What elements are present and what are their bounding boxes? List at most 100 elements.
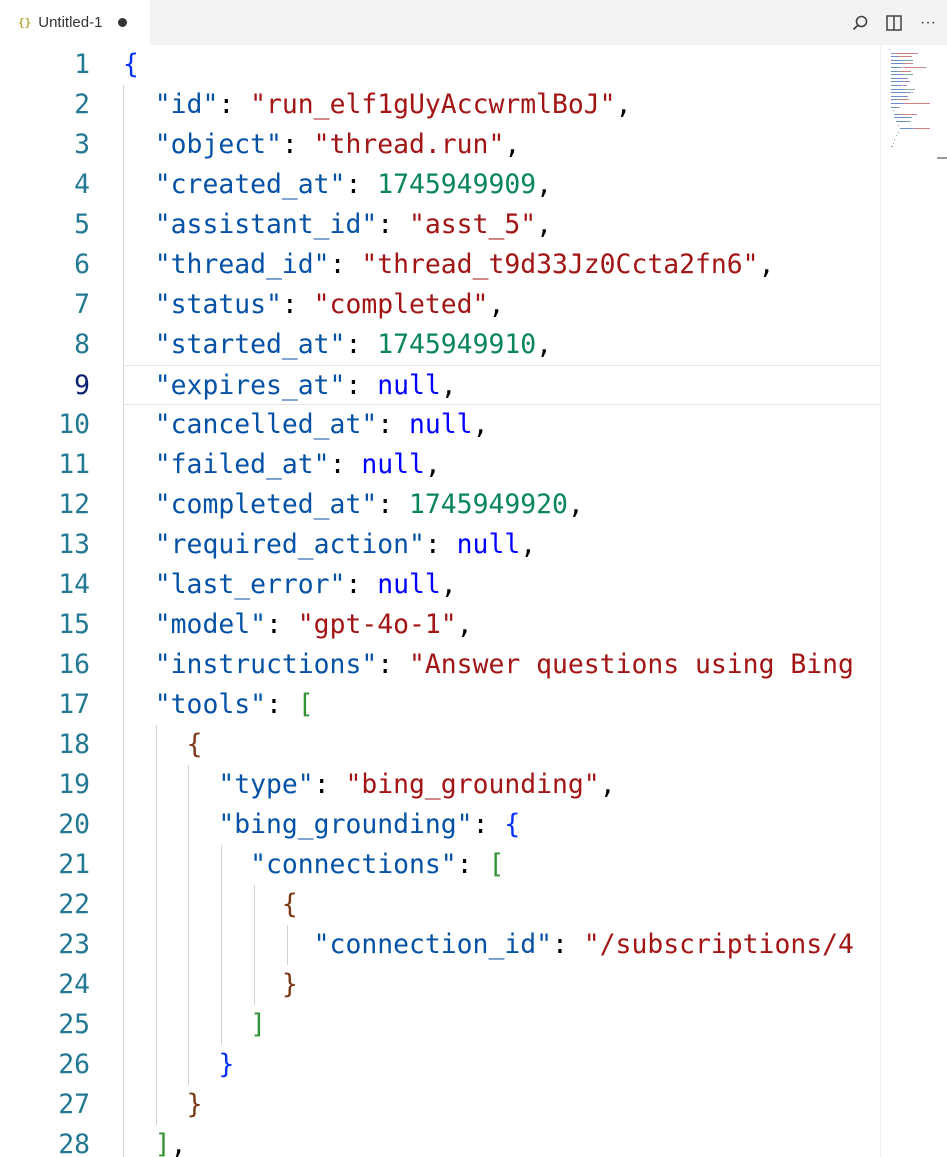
unsaved-dot-icon[interactable] xyxy=(118,18,128,27)
code-token xyxy=(123,729,187,760)
code-line[interactable]: 6 "thread_id": "thread_t9d33Jz0Ccta2fn6"… xyxy=(0,245,880,285)
code-line[interactable]: 4 "created_at": 1745949909, xyxy=(0,165,880,205)
code-text: "instructions": "Answer questions using … xyxy=(123,645,854,685)
minimap-stroke xyxy=(925,67,926,68)
code-text: } xyxy=(123,1045,234,1085)
code-line[interactable]: 1{ xyxy=(0,45,880,85)
line-number: 5 xyxy=(74,209,90,240)
code-token xyxy=(123,569,155,600)
minimap-stroke xyxy=(890,77,902,79)
minimap-stroke xyxy=(896,135,898,137)
code-text: "assistant_id": "asst_5", xyxy=(123,205,552,245)
code-token: { xyxy=(281,889,298,920)
code-line[interactable]: 9 "expires_at": null, xyxy=(74,365,880,405)
code-token: [ xyxy=(297,689,314,720)
code-editor[interactable]: 1{2 "id": "run_elf1gUyAccwrmlBoJ",3 "obj… xyxy=(0,45,880,1157)
code-token: "status" xyxy=(154,289,282,320)
code-line[interactable]: 10 "cancelled_at": null, xyxy=(0,405,880,445)
code-line[interactable]: 25 ] xyxy=(0,1005,880,1045)
minimap-stroke xyxy=(894,113,900,115)
minimap-stroke xyxy=(890,59,902,61)
editor-tab[interactable]: {} Untitled-1 xyxy=(0,0,150,45)
code-line[interactable]: 2 "id": "run_elf1gUyAccwrmlBoJ", xyxy=(0,85,880,125)
minimap[interactable] xyxy=(880,45,947,1157)
code-line[interactable]: 18 { xyxy=(0,725,880,765)
code-token: 1745949909 xyxy=(377,169,537,200)
minimap-stroke xyxy=(899,113,902,115)
scrollbar-thumb[interactable] xyxy=(937,157,947,159)
code-token: : xyxy=(552,929,584,960)
minimap-stroke xyxy=(908,81,910,83)
line-number: 22 xyxy=(58,889,90,920)
code-token xyxy=(123,849,250,880)
code-line[interactable]: 21 "connections": [ xyxy=(0,845,880,885)
code-token xyxy=(123,529,155,560)
code-token xyxy=(123,649,155,680)
code-token: { xyxy=(123,49,139,80)
code-line[interactable]: 27 } xyxy=(0,1085,880,1125)
code-text: "connection_id": "/subscriptions/4 xyxy=(123,925,854,965)
code-token: [ xyxy=(488,849,505,880)
code-text: "type": "bing_grounding", xyxy=(123,765,615,805)
code-token xyxy=(123,1009,250,1040)
code-line[interactable]: 24 } xyxy=(0,965,880,1005)
code-line[interactable]: 20 "bing_grounding": { xyxy=(0,805,880,845)
code-token: ] xyxy=(154,1129,171,1157)
split-editor-icon[interactable] xyxy=(885,14,903,32)
code-token xyxy=(123,889,282,920)
code-line[interactable]: 7 "status": "completed", xyxy=(0,285,880,325)
minimap-stroke xyxy=(899,128,914,130)
code-line[interactable]: 22 { xyxy=(0,885,880,925)
code-line[interactable]: 14 "last_error": null, xyxy=(0,565,880,605)
code-token: , xyxy=(567,489,584,520)
code-text: { xyxy=(123,45,139,85)
code-line[interactable]: 26 } xyxy=(0,1045,880,1085)
json-file-icon: {} xyxy=(18,16,32,29)
code-token: 1745949920 xyxy=(409,489,568,520)
code-line[interactable]: 16 "instructions": "Answer questions usi… xyxy=(0,645,880,685)
code-text: ] xyxy=(123,1005,266,1045)
code-line[interactable]: 28 ], xyxy=(0,1125,880,1157)
code-text: "tools": [ xyxy=(123,685,314,725)
code-token: "object" xyxy=(154,129,282,160)
code-token: , xyxy=(472,409,489,440)
code-token xyxy=(123,249,155,280)
minimap-stroke xyxy=(890,67,901,68)
minimap-stroke xyxy=(894,139,896,140)
code-line[interactable]: 8 "started_at": 1745949910, xyxy=(0,325,880,365)
minimap-stroke xyxy=(916,52,918,54)
minimap-stroke xyxy=(890,74,902,76)
code-token: : xyxy=(424,529,457,560)
code-token: "asst_5" xyxy=(409,209,537,240)
code-token xyxy=(123,609,155,640)
code-line[interactable]: 17 "tools": [ xyxy=(0,685,880,725)
code-line[interactable]: 15 "model": "gpt-4o-1", xyxy=(0,605,880,645)
code-token: "completed" xyxy=(313,289,489,320)
minimap-stroke xyxy=(898,99,908,101)
minimap-stroke xyxy=(905,81,909,83)
more-actions-icon[interactable]: ··· xyxy=(920,13,936,31)
minimap-stroke xyxy=(903,59,913,61)
code-line[interactable]: 12 "completed_at": 1745949920, xyxy=(0,485,880,525)
code-line[interactable]: 23 "connection_id": "/subscriptions/4 xyxy=(0,925,880,965)
code-token: "thread.run" xyxy=(313,129,505,160)
search-icon[interactable] xyxy=(851,14,869,32)
code-token: "id" xyxy=(154,89,219,120)
line-number: 3 xyxy=(74,129,90,160)
code-line[interactable]: 19 "type": "bing_grounding", xyxy=(0,765,880,805)
minimap-stroke xyxy=(901,74,904,76)
minimap-stroke xyxy=(892,110,894,112)
minimap-stroke xyxy=(903,74,913,76)
minimap-stroke xyxy=(898,124,899,126)
code-token xyxy=(123,489,155,520)
code-line[interactable]: 5 "assistant_id": "asst_5", xyxy=(0,205,880,245)
code-line[interactable]: 13 "required_action": null, xyxy=(0,525,880,565)
code-token: 1745949910 xyxy=(377,329,537,360)
minimap-stroke xyxy=(896,52,917,54)
code-line[interactable]: 3 "object": "thread.run", xyxy=(0,125,880,165)
tab-title: Untitled-1 xyxy=(38,14,103,31)
code-line[interactable]: 11 "failed_at": null, xyxy=(0,445,880,485)
line-number: 2 xyxy=(74,89,90,120)
minimap-stroke xyxy=(912,59,914,61)
minimap-stroke xyxy=(910,117,912,119)
